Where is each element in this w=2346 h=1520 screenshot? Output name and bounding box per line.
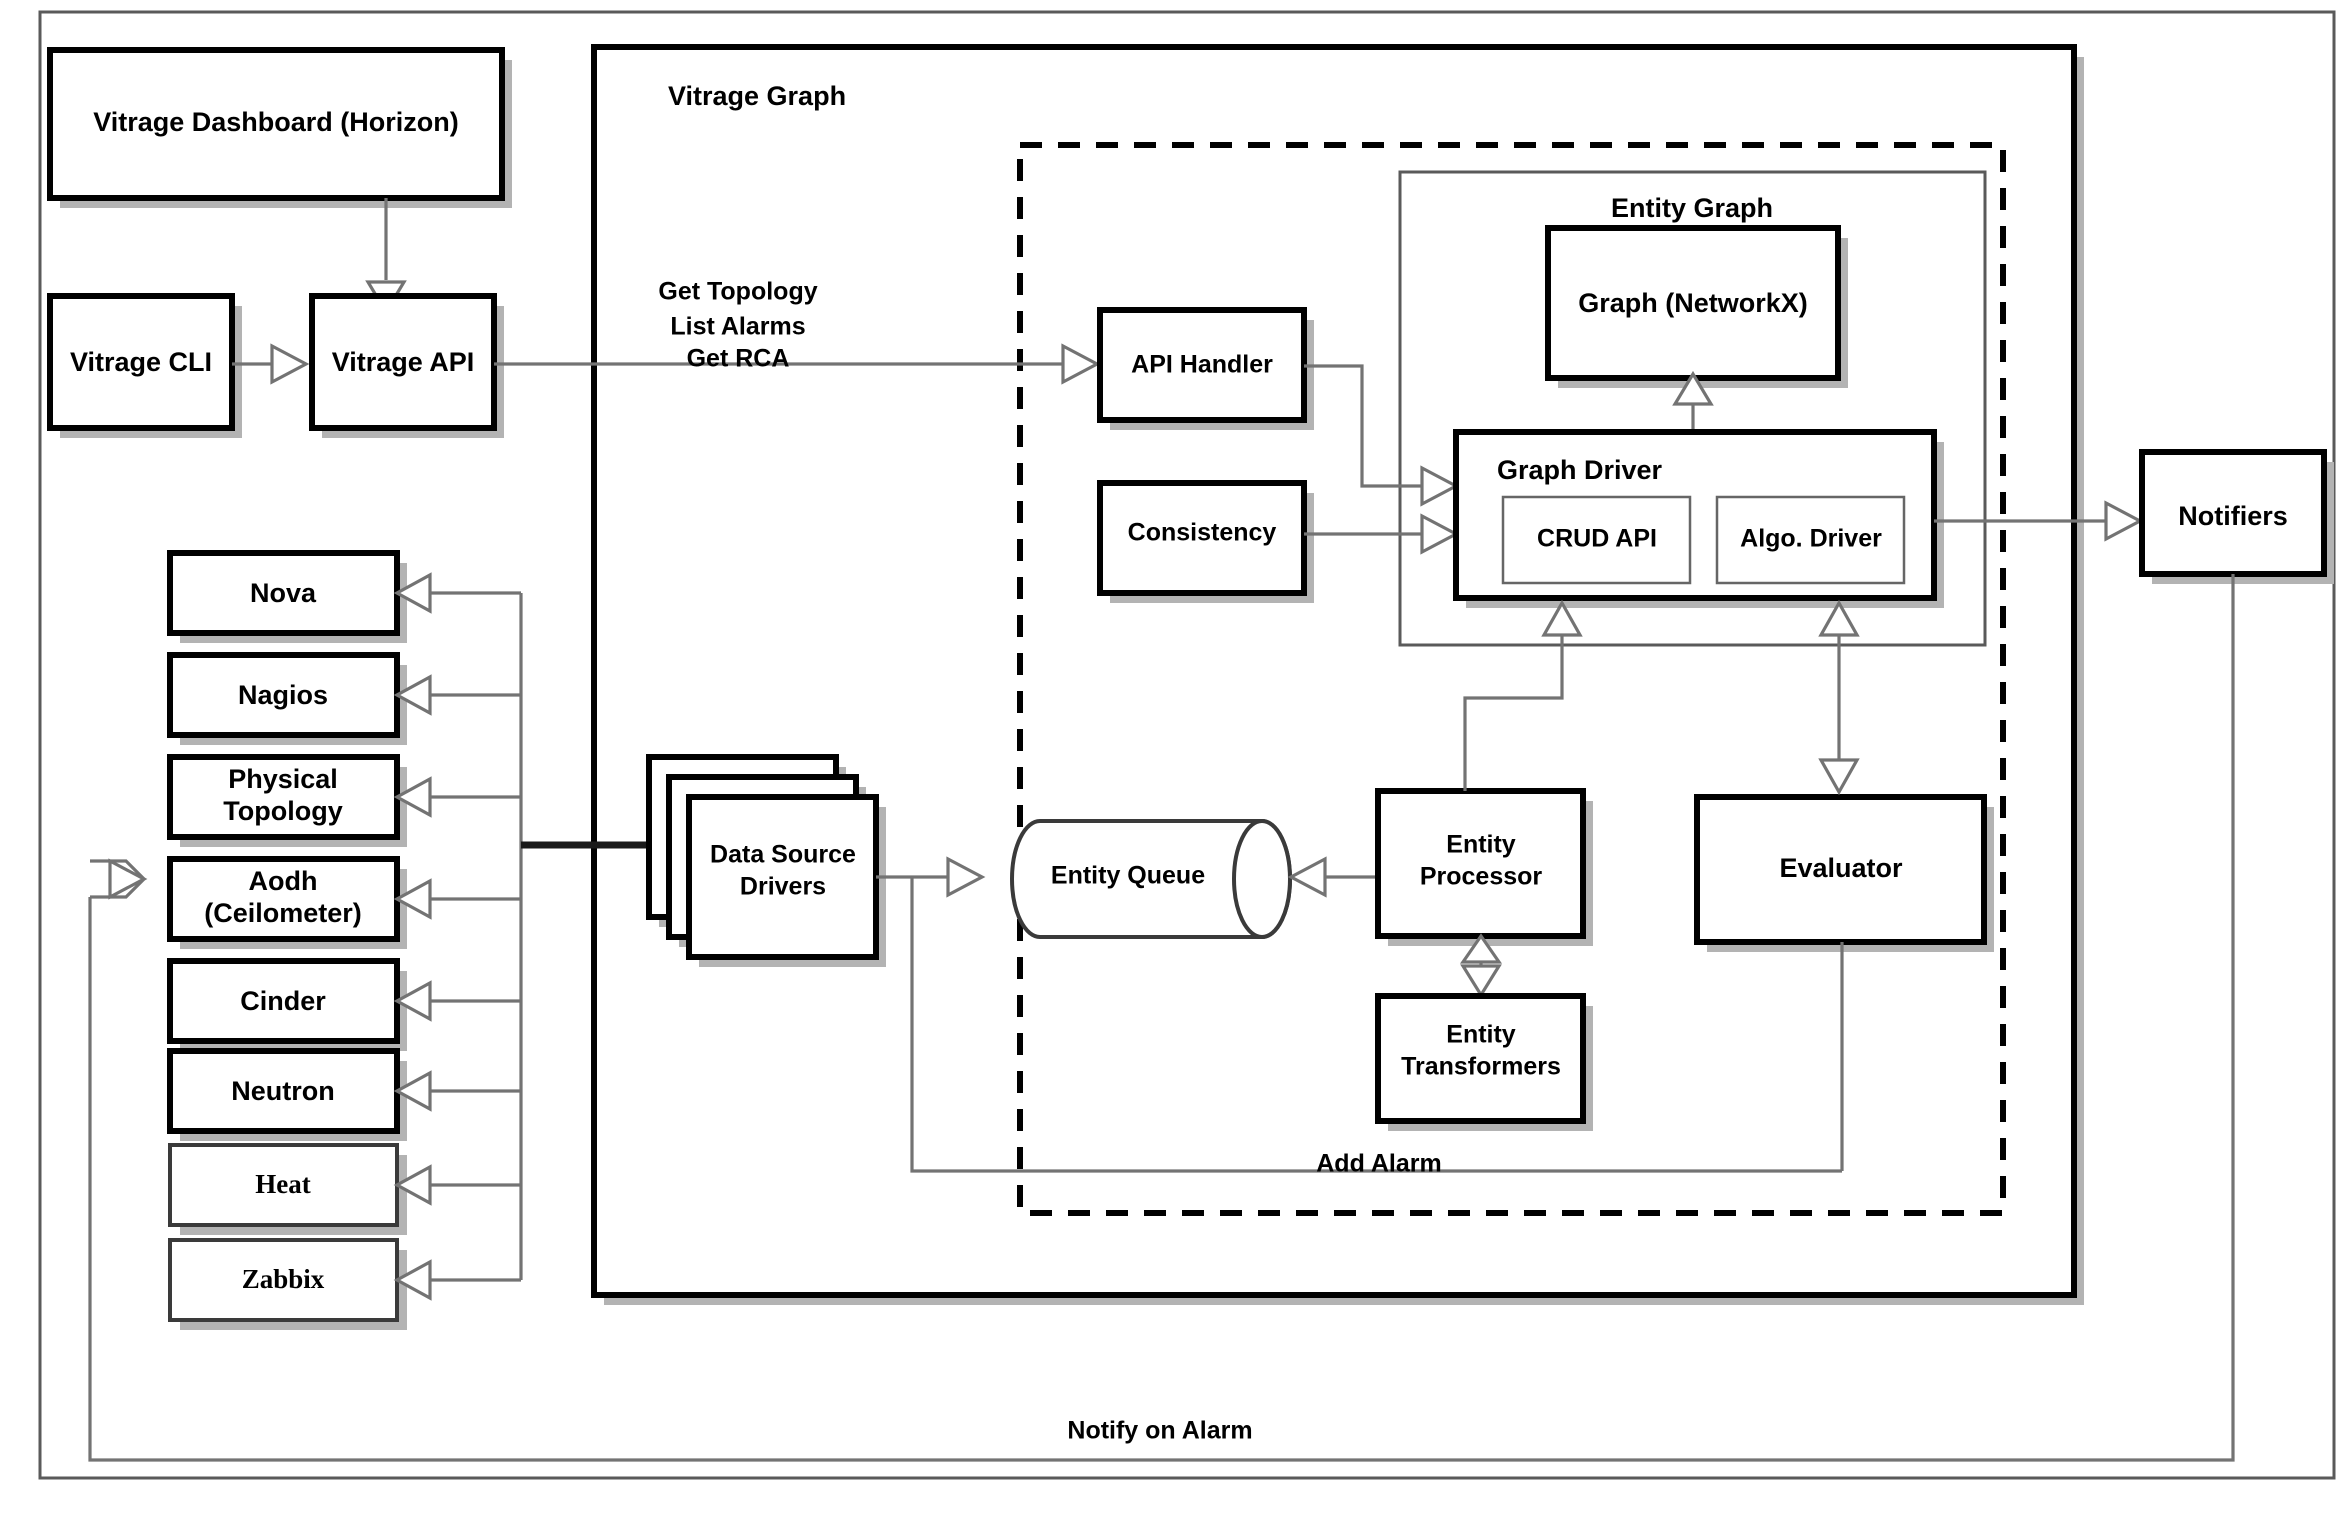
node-datasource-heat[interactable]: Heat <box>168 1143 407 1235</box>
node-crud-api-label: CRUD API <box>1537 525 1657 553</box>
node-datasource-zabbix-label: Zabbix <box>242 1264 325 1294</box>
vitrage-graph-frame-label: Vitrage Graph <box>668 81 846 111</box>
edge-drivers-to-entity-queue: Add Alarm <box>876 856 1842 1178</box>
edge-cli-to-api <box>232 343 310 385</box>
node-entity-queue[interactable]: Entity Queue <box>1010 819 1292 939</box>
node-consistency[interactable]: Consistency <box>1097 480 1314 603</box>
node-datasource-aodh-label-1: Aodh <box>249 866 318 896</box>
node-vitrage-api[interactable]: Vitrage API <box>309 293 504 438</box>
node-vitrage-dashboard[interactable]: Vitrage Dashboard (Horizon) <box>47 47 512 208</box>
node-graph-driver-label: Graph Driver <box>1497 455 1663 485</box>
edge-processor-transformers <box>1459 933 1503 999</box>
node-datasource-nagios-label: Nagios <box>238 680 328 710</box>
edge-label-notify-on-alarm: Notify on Alarm <box>1067 1417 1252 1445</box>
node-data-source-drivers[interactable]: Data Source Drivers <box>646 754 886 967</box>
node-datasource-zabbix[interactable]: Zabbix <box>168 1238 407 1330</box>
node-entity-transformers-label-2: Transformers <box>1401 1053 1561 1081</box>
node-vitrage-api-label: Vitrage API <box>332 347 475 377</box>
node-graph-driver[interactable]: Graph Driver CRUD API Algo. Driver <box>1453 429 1944 608</box>
edge-api-handler-to-graph-driver <box>1304 364 1460 507</box>
node-datasource-neutron-label: Neutron <box>231 1076 335 1106</box>
node-entity-queue-label: Entity Queue <box>1051 862 1205 890</box>
node-vitrage-dashboard-label: Vitrage Dashboard (Horizon) <box>93 107 459 137</box>
page-border <box>38 10 2336 1480</box>
node-entity-processor-label-1: Entity <box>1446 831 1516 859</box>
datasource-bus <box>393 572 660 1301</box>
node-datasource-heat-label: Heat <box>255 1169 310 1199</box>
node-evaluator[interactable]: Evaluator <box>1694 794 1994 952</box>
node-notifiers-label: Notifiers <box>2178 501 2288 531</box>
edge-label-get-topology: Get Topology <box>658 278 817 306</box>
datasource-list: Nova Nagios Physical Topology Aodh (Ceil… <box>167 550 407 1330</box>
edge-graph-driver-to-notifiers <box>1934 500 2144 542</box>
node-vitrage-cli-label: Vitrage CLI <box>70 347 212 377</box>
edge-entity-processor-to-graph-driver <box>1463 599 1583 791</box>
node-notifiers[interactable]: Notifiers <box>2139 449 2334 584</box>
node-datasource-nova-label: Nova <box>250 578 317 608</box>
node-datasource-physical-topology-label-1: Physical <box>228 764 338 794</box>
node-datasource-physical-topology[interactable]: Physical Topology <box>167 754 407 847</box>
node-api-handler[interactable]: API Handler <box>1097 307 1314 430</box>
entity-graph-label: Entity Graph <box>1611 193 1773 223</box>
node-datasource-aodh-label-2: (Ceilometer) <box>204 898 362 928</box>
edge-graph-driver-to-networkx <box>1672 370 1714 432</box>
edge-notify-on-alarm: Notify on Alarm <box>88 574 2235 1462</box>
node-datasource-cinder[interactable]: Cinder <box>167 958 407 1051</box>
node-datasource-aodh[interactable]: Aodh (Ceilometer) <box>167 856 407 949</box>
node-crud-api-box[interactable] <box>1501 495 1692 585</box>
node-datasource-nova[interactable]: Nova <box>167 550 407 643</box>
node-api-handler-label: API Handler <box>1131 351 1273 379</box>
edge-label-list-alarms: List Alarms <box>670 313 805 341</box>
node-graph-networkx-label: Graph (NetworkX) <box>1578 288 1808 318</box>
node-algo-driver-box[interactable] <box>1715 495 1906 585</box>
node-data-source-drivers-label-2: Drivers <box>740 873 826 901</box>
node-datasource-nagios[interactable]: Nagios <box>167 652 407 745</box>
node-entity-transformers[interactable]: Entity Transformers <box>1375 993 1593 1131</box>
node-evaluator-label: Evaluator <box>1779 853 1903 883</box>
edge-entity-processor-to-queue <box>1287 856 1378 898</box>
node-datasource-cinder-label: Cinder <box>240 986 326 1016</box>
edge-label-get-rca: Get RCA <box>687 345 790 373</box>
edge-evaluator-graph-driver <box>1818 599 1860 796</box>
node-entity-processor-label-2: Processor <box>1420 863 1543 891</box>
node-consistency-label: Consistency <box>1128 519 1277 547</box>
edge-api-to-api-handler: Get Topology List Alarms Get RCA <box>494 278 1101 385</box>
node-vitrage-cli[interactable]: Vitrage CLI <box>47 293 242 438</box>
edge-label-add-alarm: Add Alarm <box>1316 1150 1441 1178</box>
node-data-source-drivers-label-1: Data Source <box>710 841 856 869</box>
node-datasource-physical-topology-label-2: Topology <box>223 796 342 826</box>
edge-consistency-to-graph-driver <box>1304 513 1460 555</box>
node-graph-networkx[interactable]: Graph (NetworkX) <box>1545 225 1848 388</box>
node-entity-transformers-label-1: Entity <box>1446 1021 1516 1049</box>
node-algo-driver-label: Algo. Driver <box>1740 525 1882 553</box>
node-datasource-neutron[interactable]: Neutron <box>167 1048 407 1141</box>
node-entity-processor[interactable]: Entity Processor <box>1375 788 1593 946</box>
